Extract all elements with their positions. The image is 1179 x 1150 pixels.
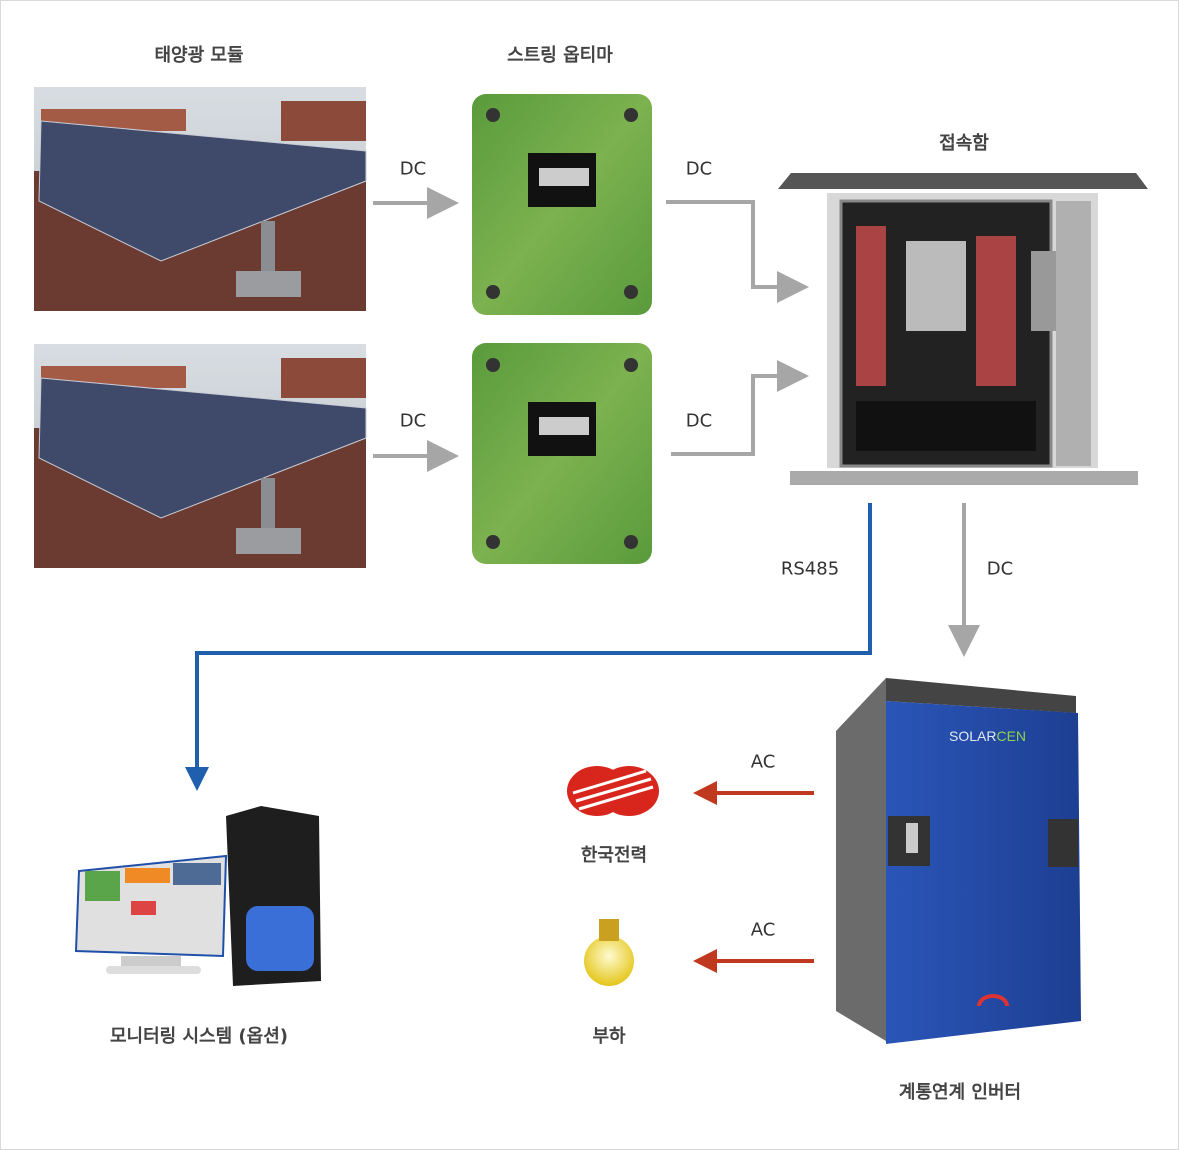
monitoring-title: 모니터링 시스템 (옵션) [109,1026,289,1047]
rs485-label: RS485 [780,558,840,580]
dc-label-5: DC [986,558,1014,580]
load-title: 부하 [592,1026,626,1047]
junction-box-title: 접속함 [939,133,989,154]
inverter-brand-logo: SOLARCEN [949,728,1026,744]
ac-label-2: AC [750,919,776,941]
inverter-title: 계통연계 인버터 [898,1082,1022,1103]
dc-label-1: DC [399,158,427,180]
ac-label-1: AC [750,751,776,773]
dc-label-2: DC [399,410,427,432]
kepco-title: 한국전력 [580,845,648,866]
inverter-image: SOLARCEN [836,678,1081,1044]
solar-module-title: 태양광 모듈 [154,45,244,66]
dc-label-3: DC [685,158,713,180]
string-optimizer-1 [472,94,652,315]
junction-box-image [778,173,1148,485]
solar-panel-image-2 [34,344,367,568]
string-optimizer-title: 스트링 옵티마 [507,45,613,66]
monitoring-computer-image [74,806,321,986]
light-bulb-icon [584,919,634,986]
dc-arrow-3 [666,200,809,303]
rs485-line [185,503,872,791]
solar-panel-image-1 [34,87,367,311]
dc-arrow-4 [671,360,809,456]
string-optimizer-2 [472,343,652,564]
dc-label-4: DC [685,410,713,432]
kepco-logo [567,766,659,816]
